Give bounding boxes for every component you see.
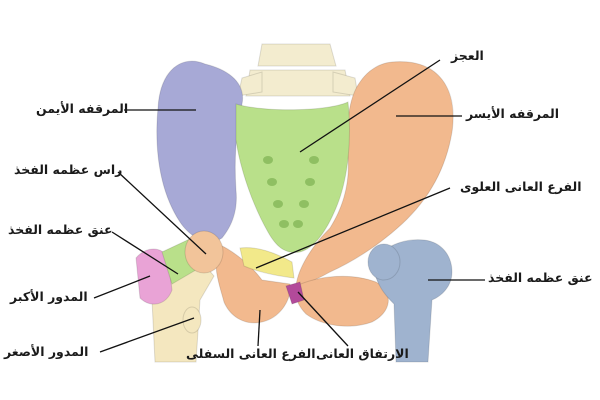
sacral-foramen bbox=[305, 178, 315, 186]
sacral-foramen bbox=[309, 156, 319, 164]
label-right-hip: المرقفه الأيمن bbox=[36, 101, 129, 116]
label-symphysis: الارتفاق العانى bbox=[316, 346, 409, 361]
label-lesser-trochanter: المدور الأصغر bbox=[4, 344, 89, 359]
leader-superior-ramus bbox=[255, 187, 451, 269]
pubic-symphysis-shape bbox=[285, 281, 305, 305]
sacrum-shape bbox=[235, 101, 350, 253]
label-superior-ramus: الفرع العانى العلوى bbox=[460, 179, 582, 194]
sacral-foramen bbox=[293, 220, 303, 228]
sacral-foramen bbox=[267, 178, 277, 186]
label-inferior-ramus: الفرع العانى السفلى bbox=[186, 346, 316, 361]
sacral-foramen bbox=[299, 200, 309, 208]
label-femur-head: راس عظمه الفخذ bbox=[14, 162, 123, 177]
lesser-trochanter-shape bbox=[182, 306, 202, 334]
vertebra-upper bbox=[257, 43, 337, 67]
leader-inferior-ramus bbox=[257, 309, 261, 347]
right-hip-bone bbox=[156, 60, 244, 242]
leader-femur-neck-right bbox=[111, 231, 179, 275]
leader-symphysis bbox=[297, 291, 349, 347]
sacral-foramen bbox=[279, 220, 289, 228]
label-femur-neck-left: عنق عظمه الفخذ bbox=[488, 270, 593, 285]
left-femoral-head bbox=[367, 243, 401, 281]
leader-femur-head bbox=[117, 171, 207, 255]
sacral-foramen bbox=[263, 156, 273, 164]
label-greater-trochanter: المدور الأكبر bbox=[10, 289, 88, 304]
label-left-hip: المرقفه الأيسر bbox=[466, 106, 560, 121]
leader-greater-trochanter bbox=[93, 275, 151, 299]
left-pubis bbox=[295, 275, 389, 327]
leader-lines bbox=[93, 59, 485, 353]
greater-trochanter-shape bbox=[135, 248, 173, 305]
lumbar-spine bbox=[237, 43, 359, 97]
label-femur-neck-right: عنق عظمه الفخذ bbox=[8, 222, 113, 237]
leader-lesser-trochanter bbox=[99, 317, 195, 353]
label-sacrum: العجز bbox=[451, 48, 484, 63]
sacral-foramina bbox=[263, 156, 319, 228]
leader-sacrum bbox=[299, 59, 441, 153]
sacral-foramen bbox=[273, 200, 283, 208]
